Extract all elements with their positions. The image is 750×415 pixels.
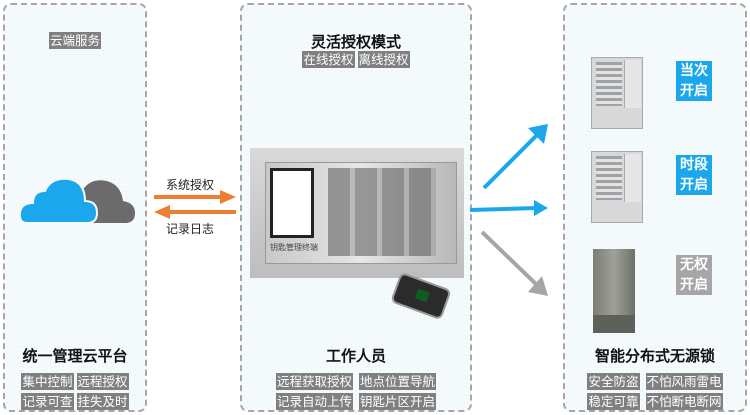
feature-row: 记录自动上传 钥匙片区开启 [242, 393, 470, 410]
feature-tag: 安全防盗 [587, 373, 640, 390]
feature-row: 记录可查 挂失及时 [5, 393, 145, 410]
feature-tag: 集中控制 [21, 373, 74, 390]
arrow-down-right-icon [480, 230, 548, 296]
mode-row: 在线授权 离线授权 [242, 51, 470, 68]
mode-tag-online: 在线授权 [302, 51, 355, 68]
auth-mode-title: 灵活授权模式 [310, 33, 401, 51]
feature-row: 远程获取授权 地点位置导航 [242, 373, 470, 390]
feature-row: 集中控制 远程授权 [5, 373, 145, 390]
feature-tag: 远程授权 [76, 373, 129, 390]
mode-tag-offline: 离线授权 [357, 51, 410, 68]
feature-tag: 不怕断电断网 [645, 393, 723, 410]
right-arrow-icon [154, 190, 236, 204]
key-cabinet-image: 钥匙管理终端 [250, 148, 464, 278]
passive-lock-panel: 当次 开启 时段 开启 无权 开启 智能分布式无源锁 安全防盗 不怕风雨雷电 稳… [563, 3, 747, 412]
system-auth-label: 系统授权 [166, 178, 215, 192]
feature-tag: 记录可查 [21, 393, 74, 410]
feature-tag: 不怕风雨雷电 [645, 373, 723, 390]
cloud-service-tag: 云端服务 [48, 32, 101, 49]
smart-key-image [390, 271, 452, 321]
worker-title: 工作人员 [325, 347, 386, 365]
touch-screen [270, 168, 314, 238]
feature-tag: 远程获取授权 [275, 373, 353, 390]
distribution-arrows [470, 124, 548, 296]
feature-row: 稳定可靠 不怕断电断网 [565, 393, 745, 410]
feature-tag: 挂失及时 [76, 393, 129, 410]
status-badge-period: 时段 开启 [676, 155, 712, 195]
auth-mode-panel: 灵活授权模式 在线授权 离线授权 钥匙管理终端 工作人员 远程获取授权 地点位置… [240, 3, 472, 412]
record-log-label: 记录日志 [166, 222, 215, 236]
feature-row: 安全防盗 不怕风雨雷电 [565, 373, 745, 390]
cloud-service-panel: 云端服务 统一管理云平台 集中控制 远程授权 记录可查 挂失及时 [3, 3, 147, 412]
cloud-icon [19, 177, 135, 224]
cloud-platform-title: 统一管理云平台 [22, 347, 128, 365]
device-label: 钥匙管理终端 [270, 243, 318, 252]
open-cabinet-image [591, 57, 643, 129]
arrow-up-right-icon [482, 124, 548, 190]
left-arrow-icon [154, 205, 236, 219]
closed-cabinet-image [593, 249, 635, 333]
feature-tag: 钥匙片区开启 [359, 393, 437, 410]
status-badge-denied: 无权 开启 [676, 255, 712, 295]
open-cabinet-image [591, 151, 643, 223]
status-badge-single: 当次 开启 [676, 61, 712, 101]
arrow-right-icon [470, 200, 548, 216]
feature-tag: 地点位置导航 [359, 373, 437, 390]
feature-tag: 记录自动上传 [275, 393, 353, 410]
feature-tag: 稳定可靠 [587, 393, 640, 410]
cloud-blue-icon [19, 177, 99, 224]
passive-lock-title: 智能分布式无源锁 [594, 347, 715, 365]
